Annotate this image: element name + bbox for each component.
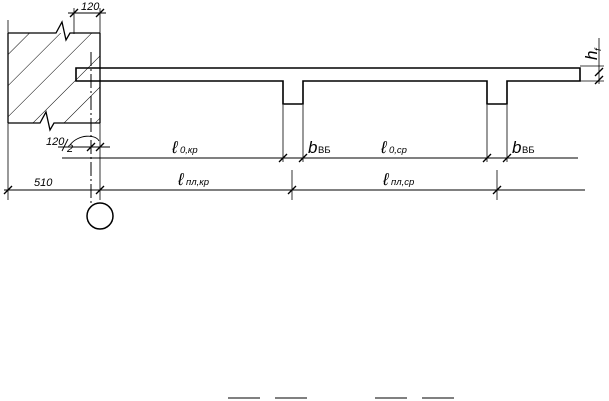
support-half-dimension: 120 2 [46, 135, 110, 155]
svg-text:ℓ: ℓ [380, 138, 387, 157]
svg-text:h: h [582, 51, 601, 60]
b-vb2-label: b ВБ [512, 138, 535, 157]
axis-marker-circle [86, 202, 114, 230]
svg-text:ВБ: ВБ [522, 145, 535, 156]
l0-dimension-line [62, 153, 578, 163]
lpl-sr-label: ℓ пл,ср [382, 170, 414, 189]
lpl-dimension-line: 510 [3, 177, 585, 195]
svg-text:ВБ: ВБ [318, 145, 331, 156]
brick-wall [7, 20, 101, 132]
svg-text:пл,ср: пл,ср [391, 177, 414, 188]
slab-thickness-label: h f [582, 47, 604, 60]
svg-text:b: b [308, 138, 317, 157]
svg-text:0,ср: 0,ср [389, 145, 407, 156]
support-half-numerator: 120 [46, 136, 65, 148]
svg-text:f: f [593, 47, 604, 51]
svg-text:ℓ: ℓ [177, 170, 184, 189]
slab-outline [75, 67, 581, 105]
extension-lines [7, 8, 604, 200]
svg-text:b: b [512, 138, 521, 157]
l0-kr-label: ℓ 0,кр [171, 138, 198, 157]
lpl-kr-label: ℓ пл,кр [177, 170, 209, 189]
svg-text:ℓ: ℓ [382, 170, 389, 189]
support-half-denominator: 2 [66, 143, 73, 155]
b-vb-label: b ВБ [308, 138, 331, 157]
wall-width-label: 120 [81, 1, 100, 13]
svg-text:пл,кр: пл,кр [186, 177, 209, 188]
wall-width-dimension: 120 [68, 1, 106, 18]
svg-text:0,кр: 0,кр [180, 145, 198, 156]
l0-sr-label: ℓ 0,ср [380, 138, 407, 157]
axis-offset-label: 510 [34, 177, 53, 189]
svg-text:ℓ: ℓ [171, 138, 178, 157]
